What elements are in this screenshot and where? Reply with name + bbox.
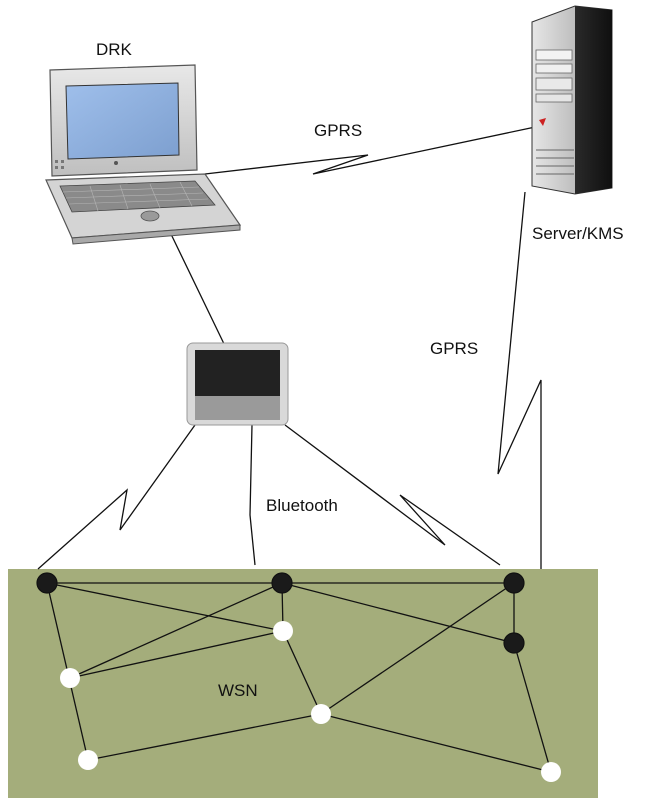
sensor-node-white	[311, 704, 331, 724]
gateway-device-icon	[186, 342, 289, 426]
sensor-node-black	[36, 572, 58, 594]
label-gprs-right: GPRS	[430, 339, 478, 358]
bluetooth-link-left	[37, 424, 196, 570]
sensor-node-white	[273, 621, 293, 641]
wsn-nodes	[36, 572, 561, 782]
server-tower-icon	[531, 5, 613, 195]
laptop-gateway-link	[169, 231, 227, 349]
label-wsn: WSN	[218, 681, 258, 700]
label-drk: DRK	[96, 40, 133, 59]
bluetooth-link-middle	[249, 424, 256, 566]
sensor-node-white	[78, 750, 98, 770]
bluetooth-link-right	[284, 424, 501, 566]
label-bluetooth: Bluetooth	[266, 496, 338, 515]
sensor-node-black	[503, 572, 525, 594]
label-gprs-top: GPRS	[314, 121, 362, 140]
connection-links	[37, 125, 542, 570]
sensor-node-white	[60, 668, 80, 688]
wsn-field	[8, 569, 598, 798]
sensor-node-black	[503, 632, 525, 654]
gprs-link-laptop-server	[204, 125, 541, 175]
gprs-link-server-wsn	[497, 191, 542, 569]
label-server-kms: Server/KMS	[532, 224, 624, 243]
sensor-node-black	[271, 572, 293, 594]
sensor-node-white	[541, 762, 561, 782]
laptop-icon	[45, 64, 242, 245]
